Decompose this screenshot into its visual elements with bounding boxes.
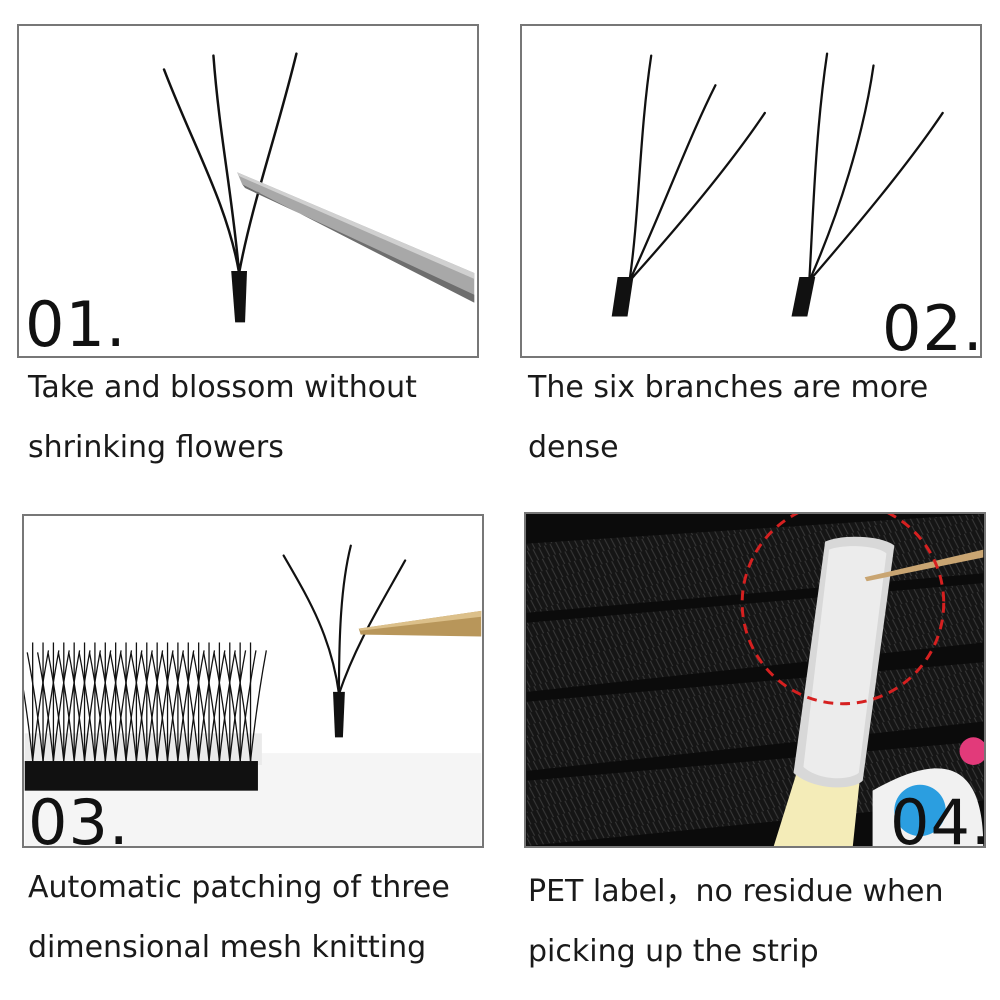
lash-pair-photo-02 — [611, 52, 944, 317]
lash-tray-photo-04 — [526, 514, 984, 846]
lash-fiber — [151, 652, 169, 762]
lash-fiber — [234, 652, 252, 762]
lash-fiber — [83, 650, 101, 762]
lash-fiber — [239, 650, 257, 762]
lash-fiber — [182, 652, 200, 762]
highlight-circle — [740, 514, 946, 706]
lash-fiber — [42, 650, 60, 762]
panel-number: 03. — [28, 786, 130, 848]
panel-number: 01. — [25, 288, 127, 358]
lash-fiber — [104, 650, 122, 762]
panel-caption-line: dimensional mesh knitting — [28, 930, 427, 965]
lash-fiber — [130, 652, 148, 762]
panel-caption-line: Take and blossom without — [28, 370, 417, 405]
panel-caption-line: shrinking flowers — [28, 430, 284, 465]
tweezer-silver — [237, 172, 475, 303]
lash-fiber — [94, 650, 112, 762]
lash-fiber — [156, 650, 174, 762]
lash-fiber — [208, 650, 226, 762]
lash-fiber — [57, 652, 75, 762]
lash-fiber — [223, 652, 241, 762]
panel-01: 01. — [17, 24, 479, 358]
lash-fiber — [78, 652, 96, 762]
lash-fiber — [99, 652, 117, 762]
lash-fiber — [198, 650, 216, 762]
lash-fiber — [140, 652, 158, 762]
lash-fiber — [63, 650, 81, 762]
lash-fiber — [32, 650, 50, 762]
panel-number: 02. — [882, 292, 982, 358]
lash-fiber — [146, 650, 164, 762]
panel-02: 02. — [520, 24, 982, 358]
panel-04: 04. — [524, 512, 986, 848]
lash-fiber — [202, 652, 221, 762]
lash-strip-photo-03 — [24, 544, 482, 846]
lash-fiber — [88, 652, 106, 762]
tweezer-gold — [358, 610, 482, 637]
lash-fiber — [125, 650, 143, 762]
lash-fiber — [73, 650, 91, 762]
lash-fiber — [192, 652, 210, 762]
lash-fiber — [109, 652, 127, 762]
lash-fiber — [218, 650, 236, 762]
panel-caption-line: PET label，no residue when — [528, 874, 944, 909]
lash-fiber — [187, 650, 205, 762]
lash-fiber — [166, 650, 184, 762]
panel-caption-line: dense — [528, 430, 619, 465]
lash-fiber — [26, 652, 44, 762]
lash-tweezer-photo-01 — [162, 52, 475, 323]
lash-fiber — [68, 652, 86, 762]
panel-caption-line: Automatic patching of three — [28, 870, 450, 905]
lash-fiber — [135, 650, 153, 762]
panel-03: 03. — [22, 514, 484, 848]
lash-fiber — [52, 650, 70, 762]
pet-label-strip — [793, 536, 895, 788]
lash-fiber — [24, 689, 34, 762]
lash-fiber — [47, 652, 65, 762]
panel-caption-line: The six branches are more — [528, 370, 929, 405]
lash-fiber — [36, 652, 55, 762]
panel-number: 04. — [890, 786, 986, 848]
lash-fiber — [171, 652, 189, 762]
lash-fiber — [213, 652, 231, 762]
panel-caption-line: picking up the strip — [528, 934, 819, 969]
lash-fiber — [249, 650, 267, 762]
lash-fiber — [115, 650, 133, 762]
lash-fiber — [229, 650, 247, 762]
lash-fiber — [161, 652, 179, 762]
lash-fiber — [119, 652, 138, 762]
lash-fiber — [177, 650, 195, 762]
